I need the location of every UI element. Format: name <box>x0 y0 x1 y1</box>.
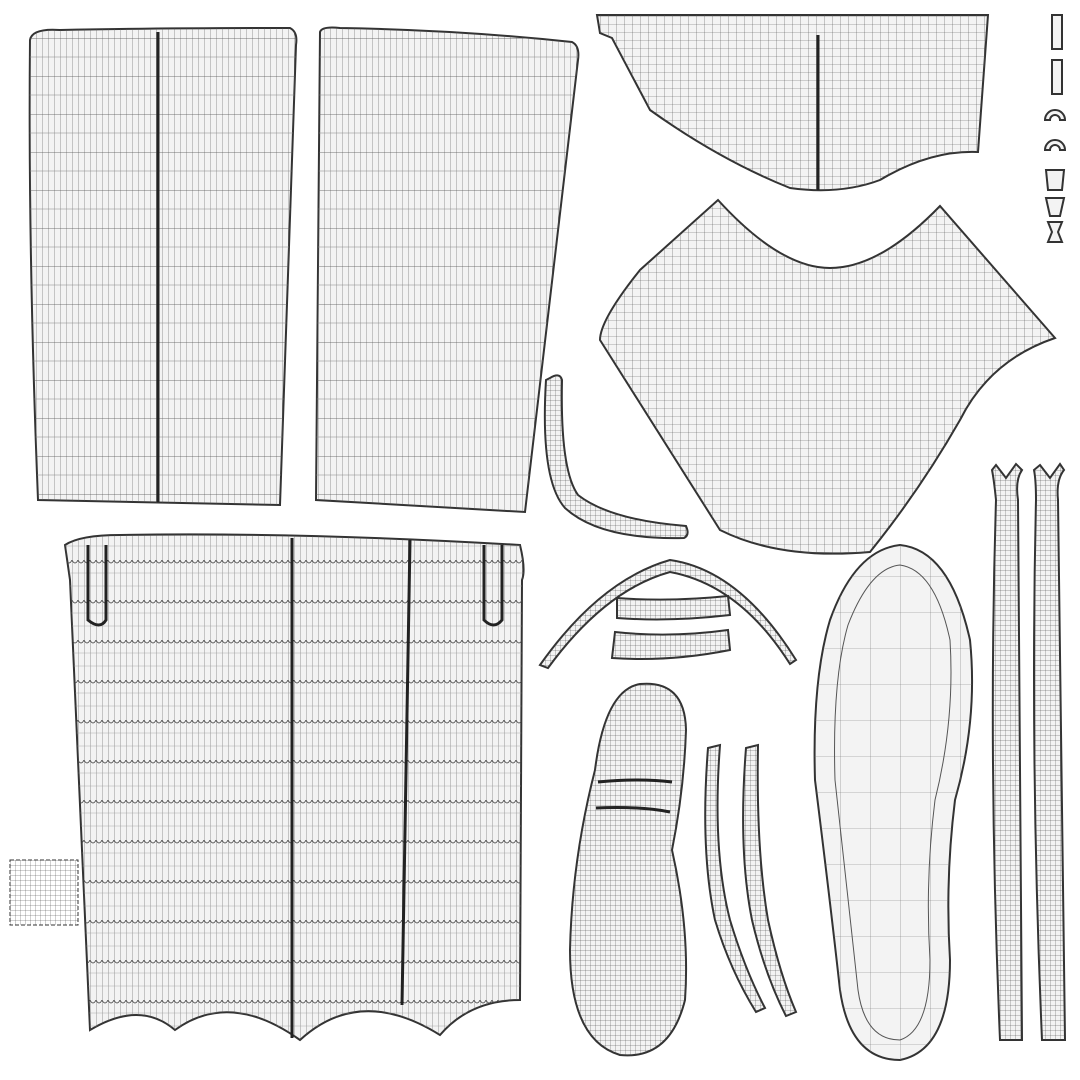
uv-curved-strip <box>543 374 689 540</box>
uv-long-strip-1 <box>990 462 1024 1041</box>
uv-panel-skirt <box>63 533 525 1042</box>
uv-outsole <box>813 543 974 1062</box>
uv-collar-piece <box>598 198 1057 555</box>
uv-small-parts-cluster <box>9 859 79 926</box>
uv-panel-left-top <box>28 26 298 507</box>
uv-arc-strip <box>538 558 798 670</box>
uv-small-parts-column <box>1043 14 1067 243</box>
uv-panel-right-top <box>314 26 580 514</box>
uv-insole <box>568 682 688 1057</box>
uv-side-strip-2 <box>742 743 798 1018</box>
uv-long-strip-2 <box>1032 462 1067 1041</box>
uv-band-top <box>595 14 990 192</box>
uv-side-strip-1 <box>704 743 767 1014</box>
uv-small-strip-1 <box>616 594 732 621</box>
uv-small-strip-2 <box>610 628 732 660</box>
